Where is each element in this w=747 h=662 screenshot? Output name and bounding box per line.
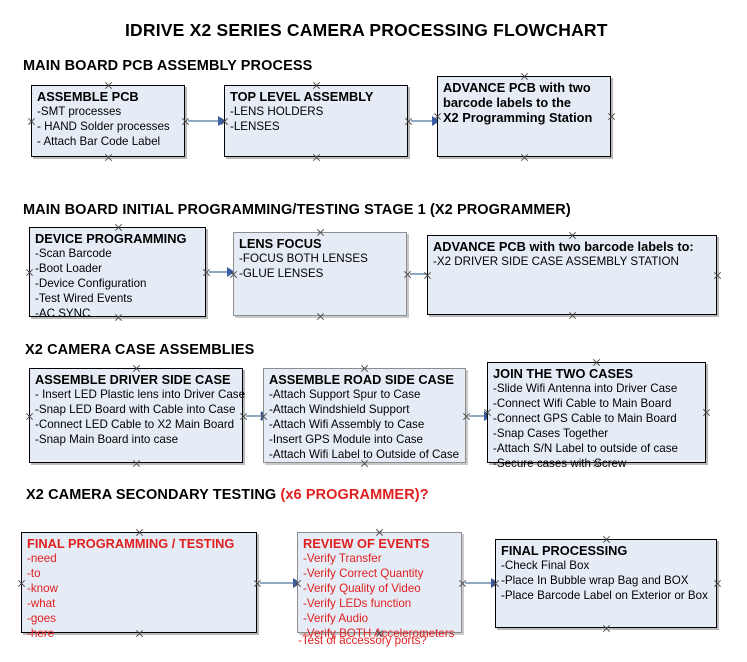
box-line: -AC SYNC <box>35 307 91 321</box>
arrow-shaft <box>411 120 432 122</box>
process-box-device-programming[interactable]: DEVICE PROGRAMMING -Scan Barcode -Boot L… <box>29 227 206 320</box>
section-heading-main-board-pcb-assembly: MAIN BOARD PCB ASSEMBLY PROCESS <box>23 58 312 74</box>
arrow-shaft <box>209 271 227 273</box>
section-heading-x2-camera-secondary-testing: X2 CAMERA SECONDARY TESTING (x6 PROGRAMM… <box>26 487 429 503</box>
box-line: -Place Barcode Label on Exterior or Box <box>501 589 708 603</box>
arrow-shaft <box>465 582 491 584</box>
box-line: -Attach Wifi Label to Outside of Case <box>269 448 460 462</box>
box-line: -Connect LED Cable to X2 Main Board <box>35 418 235 432</box>
box-title: ADVANCE PCB with two <box>443 80 591 95</box>
box-line: - Attach Bar Code Label <box>37 135 161 149</box>
process-box-assemble-pcb[interactable]: ASSEMBLE PCB -SMT processes - HAND Solde… <box>31 85 185 157</box>
box-line: -Snap LED Board with Cable into Case <box>35 403 236 417</box>
box-line: -Slide Wifi Antenna into Driver Case <box>493 382 678 396</box>
box-line: -Boot Loader <box>35 262 103 276</box>
box-line: -Snap Main Board into case <box>35 433 179 447</box>
box-line: - HAND Solder processes <box>37 120 170 134</box>
box-title: JOIN THE TWO CASES <box>493 366 634 381</box>
box-title: FINAL PROGRAMMING / TESTING <box>27 536 235 551</box>
box-line-overflow: -Test of accessory ports? <box>298 634 427 647</box>
process-box-lens-focus[interactable]: LENS FOCUS -FOCUS BOTH LENSES -GLUE LENS… <box>233 232 407 316</box>
process-box-final-programming-testing[interactable]: FINAL PROGRAMMING / TESTING -need -to -k… <box>21 532 257 640</box>
box-line: -Check Final Box <box>501 559 590 573</box>
box-title-line3: X2 Programming Station <box>443 110 593 126</box>
process-box-review-of-events[interactable]: REVIEW OF EVENTS -Verify Transfer -Verif… <box>297 532 462 640</box>
box-title: LENS FOCUS <box>239 236 322 251</box>
connector-arrow <box>188 116 226 126</box>
box-line: -GLUE LENSES <box>239 267 324 281</box>
box-line: -goes <box>27 612 57 626</box>
box-line: -FOCUS BOTH LENSES <box>239 252 368 266</box>
box-line: -what <box>27 597 56 611</box>
arrow-shaft <box>469 415 484 417</box>
box-line: -Verify Correct Quantity <box>303 567 424 581</box>
process-box-assemble-driver-side-case[interactable]: ASSEMBLE DRIVER SIDE CASE - Insert LED P… <box>29 368 246 463</box>
connector-arrow <box>411 116 440 126</box>
box-title: DEVICE PROGRAMMING <box>35 231 187 246</box>
section-heading-accent: (x6 PROGRAMMER)? <box>280 487 429 503</box>
page-title: IDRIVE X2 SERIES CAMERA PROCESSING FLOWC… <box>125 20 608 40</box>
box-title-line2: barcode labels to the <box>443 95 572 111</box>
box-title: TOP LEVEL ASSEMBLY <box>230 89 374 104</box>
connector-arrow <box>260 578 301 588</box>
box-line: -to <box>27 567 41 581</box>
process-box-advance-pcb-driver-side-station[interactable]: ADVANCE PCB with two barcode labels to: … <box>427 235 717 315</box>
box-line: -Verify BOTH Accelerometers <box>303 627 455 641</box>
box-line: -Verify LEDs function <box>303 597 412 611</box>
box-line: -Attach Wifi Assembly to Case <box>269 418 425 432</box>
section-heading-text: X2 CAMERA SECONDARY TESTING <box>26 487 281 503</box>
box-line: -Place In Bubble wrap Bag and BOX <box>501 574 689 588</box>
box-line: -Device Configuration <box>35 277 147 291</box>
box-line: -know <box>27 582 58 596</box>
box-line: -Connect GPS Cable to Main Board <box>493 412 677 426</box>
arrow-shaft <box>188 120 218 122</box>
box-line: -Snap Cases Together <box>493 427 609 441</box>
box-title: ADVANCE PCB with two barcode labels to: <box>433 239 694 254</box>
process-box-final-processing[interactable]: FINAL PROCESSING -Check Final Box -Place… <box>495 539 717 628</box>
process-box-join-the-two-cases[interactable]: JOIN THE TWO CASES -Slide Wifi Antenna i… <box>487 362 706 470</box>
process-box-advance-pcb-programming-station[interactable]: ADVANCE PCB with two barcode labels to t… <box>437 76 611 157</box>
box-line: -Scan Barcode <box>35 247 112 261</box>
box-line: -need <box>27 552 57 566</box>
box-line: -here <box>27 627 55 641</box>
box-line: - Insert LED Plastic lens into Driver Ca… <box>35 388 246 402</box>
box-line: -Test Wired Events <box>35 292 133 306</box>
box-title: REVIEW OF EVENTS <box>303 536 430 551</box>
box-title: ASSEMBLE DRIVER SIDE CASE <box>35 372 231 387</box>
section-heading-text: X2 CAMERA CASE ASSEMBLIES <box>25 342 255 358</box>
connector-arrow <box>465 578 499 588</box>
process-box-assemble-road-side-case[interactable]: ASSEMBLE ROAD SIDE CASE -Attach Support … <box>263 368 466 463</box>
connector-arrow <box>209 267 235 277</box>
box-line: -Verify Audio <box>303 612 369 626</box>
process-box-top-level-assembly[interactable]: TOP LEVEL ASSEMBLY -LENS HOLDERS -LENSES <box>224 85 408 157</box>
arrow-shaft <box>246 415 261 417</box>
box-line: -LENS HOLDERS <box>230 105 324 119</box>
box-line: -X2 DRIVER SIDE CASE ASSEMBLY STATION <box>433 255 679 269</box>
box-line: -Insert GPS Module into Case <box>269 433 424 447</box>
box-line: -Secure cases with Screw <box>493 457 627 471</box>
box-line: -Connect Wifi Cable to Main Board <box>493 397 672 411</box>
section-heading-x2-camera-case-assemblies: X2 CAMERA CASE ASSEMBLIES <box>25 342 254 358</box>
box-title: ASSEMBLE PCB <box>37 89 139 104</box>
box-line: -SMT processes <box>37 105 122 119</box>
arrow-shaft <box>260 582 293 584</box>
box-line: -Verify Quality of Video <box>303 582 421 596</box>
section-heading-text: MAIN BOARD INITIAL PROGRAMMING/TESTING S… <box>23 202 571 218</box>
box-title: ASSEMBLE ROAD SIDE CASE <box>269 372 454 387</box>
box-line: -Verify Transfer <box>303 552 382 566</box>
section-heading-main-board-initial-programming: MAIN BOARD INITIAL PROGRAMMING/TESTING S… <box>23 202 571 218</box>
box-line: -LENSES <box>230 120 280 134</box>
box-line: -Attach S/N Label to outside of case <box>493 442 678 456</box>
section-heading-text: MAIN BOARD PCB ASSEMBLY PROCESS <box>23 58 313 74</box>
box-title: FINAL PROCESSING <box>501 543 628 558</box>
box-line: -Attach Windshield Support <box>269 403 410 417</box>
box-line: -Attach Support Spur to Case <box>269 388 421 402</box>
